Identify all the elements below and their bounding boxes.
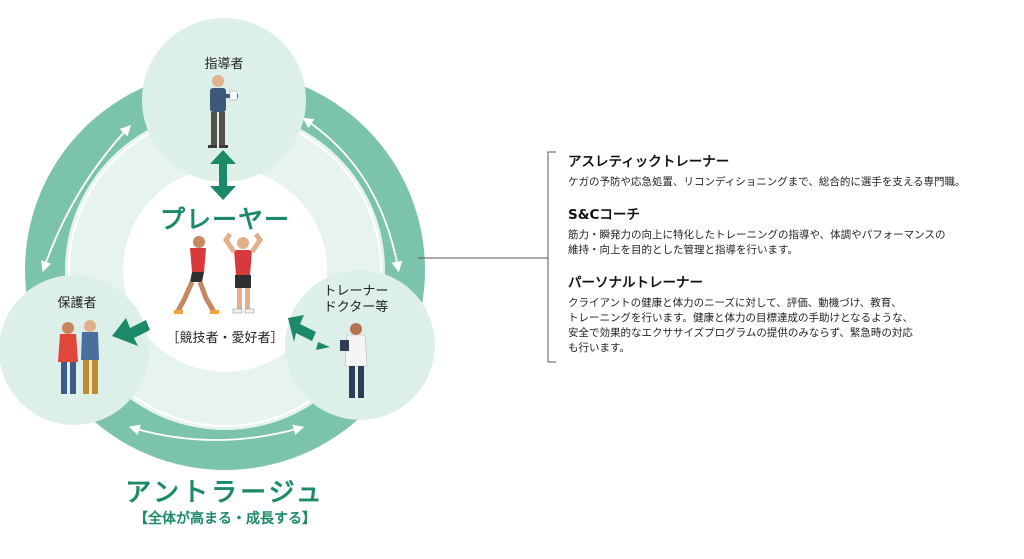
role-description-panel: アスレティックトレーナー ケガの予防や応急処置、リコンディショニングまで、総合的… [568, 150, 1008, 369]
center-circle [123, 168, 327, 372]
runner-figure-icon [174, 236, 219, 314]
panel-item-title: パーソナルトレーナー [568, 275, 703, 291]
panel-item-personal-trainer: パーソナルトレーナー クライアントの健康と体力のニーズに対して、評価、動機づけ、… [568, 271, 1008, 356]
athlete-figure-icon [222, 232, 264, 314]
guardians-figure-icon [58, 320, 99, 394]
player-title: プレーヤー [159, 205, 290, 234]
arrow-guardian-player [112, 318, 150, 346]
panel-item-title: S&Cコーチ [568, 207, 640, 223]
arrow-trainer-player [288, 315, 330, 350]
panel-item-description: ケガの予防や応急処置、リコンディショニングまで、総合的に選手を支える専門職。 [568, 176, 966, 188]
role-label-coach: 指導者 [204, 57, 244, 72]
entourage-subtitle: 【全体が高まる・成長する】 [134, 511, 316, 527]
role-label-trainer: トレーナー ドクター等 [323, 284, 389, 315]
coach-figure-icon [208, 75, 238, 148]
entourage-title: アントラージュ [125, 478, 325, 508]
player-subtitle: ［競技者・愛好者］ [166, 331, 284, 346]
panel-item-title: アスレティックトレーナー [568, 154, 730, 170]
panel-item-description: 筋力・瞬発力の向上に特化したトレーニングの指導や、体調やパフォーマンスの 維持・… [568, 229, 946, 256]
role-label-guardian: 保護者 [57, 296, 97, 311]
panel-item-sc-coach: S&Cコーチ 筋力・瞬発力の向上に特化したトレーニングの指導や、体調やパフォーマ… [568, 203, 1008, 258]
arrow-coach-player [210, 150, 236, 200]
ring-arrow-bottom [128, 424, 305, 441]
trainer-figure-icon [340, 323, 368, 398]
ring-arrow-right [302, 117, 403, 273]
panel-item-description: クライアントの健康と体力のニーズに対して、評価、動機づけ、教育、 トレーニングを… [568, 297, 914, 354]
ring-arrow-left [41, 124, 131, 273]
panel-bracket [547, 151, 556, 363]
panel-item-athletic-trainer: アスレティックトレーナー ケガの予防や応急処置、リコンディショニングまで、総合的… [568, 150, 1008, 190]
